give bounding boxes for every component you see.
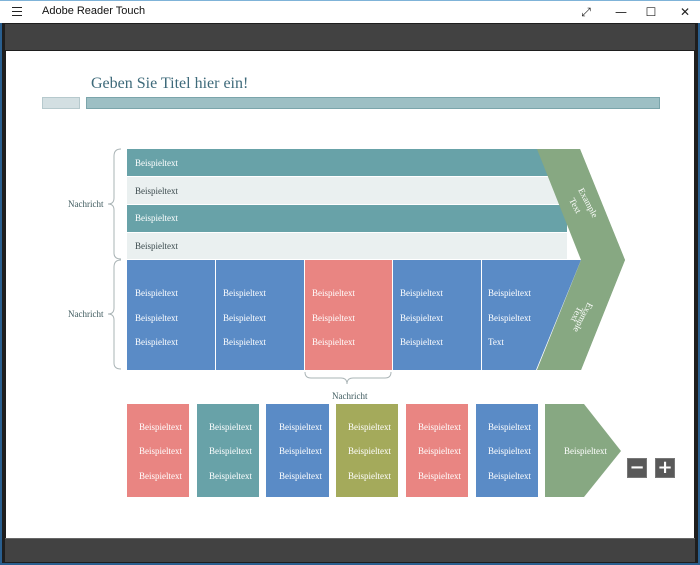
column-3-line-2: Beispieltext [312, 313, 355, 323]
column-5-line-3: Text [488, 337, 504, 347]
box-1 [127, 404, 189, 497]
column-3-line-1: Beispieltext [312, 288, 355, 298]
title-accent-small [42, 97, 80, 109]
top-toolbar [5, 24, 695, 50]
box-5-line-1: Beispieltext [418, 422, 461, 432]
column-4-line-1: Beispieltext [400, 288, 443, 298]
box-5 [406, 404, 468, 497]
column-5-line-2: Beispieltext [488, 313, 531, 323]
column-1-line-2: Beispieltext [135, 313, 178, 323]
zoom-out-button[interactable]: − [627, 458, 647, 478]
column-1 [127, 260, 215, 370]
box-2 [197, 404, 259, 497]
band-text-4: Beispieltext [135, 241, 178, 251]
expand-arrows-icon[interactable]: ⤢ [581, 5, 591, 19]
column-1-line-3: Beispieltext [135, 337, 178, 347]
band-2 [127, 177, 567, 204]
arrow-box [545, 404, 621, 497]
box-2-line-3: Beispieltext [209, 471, 252, 481]
app-title: Adobe Reader Touch [42, 5, 146, 17]
title-bar: Adobe Reader Touch ⤢ — ☐ ✕ [0, 0, 700, 23]
box-6-line-3: Beispieltext [488, 471, 531, 481]
column-4-line-3: Beispieltext [400, 337, 443, 347]
band-text-1: Beispieltext [135, 158, 178, 168]
column-5 [482, 260, 581, 370]
column-2-line-3: Beispieltext [223, 337, 266, 347]
band-1 [127, 149, 567, 176]
box-3-line-2: Beispieltext [279, 446, 322, 456]
box-3-line-3: Beispieltext [279, 471, 322, 481]
chevron-cover [537, 149, 625, 370]
box-5-line-3: Beispieltext [418, 471, 461, 481]
column-3-line-3: Beispieltext [312, 337, 355, 347]
column-2-line-2: Beispieltext [223, 313, 266, 323]
column-5-line-1: Beispieltext [488, 288, 531, 298]
zoom-in-button[interactable]: + [655, 458, 675, 478]
column-1-line-1: Beispieltext [135, 288, 178, 298]
box-1-line-1: Beispieltext [139, 422, 182, 432]
bottom-toolbar [5, 538, 695, 562]
hamburger-icon[interactable] [12, 7, 22, 16]
column-4-line-2: Beispieltext [400, 313, 443, 323]
arrow-box-text: Beispieltext [564, 446, 607, 456]
brace-label-bottom: Nachricht [332, 391, 368, 401]
box-2-line-1: Beispieltext [209, 422, 252, 432]
column-4 [393, 260, 481, 370]
document-title: Geben Sie Titel hier ein! [91, 75, 249, 92]
brace-middle [107, 259, 122, 370]
column-2 [216, 260, 304, 370]
brace-label-middle: Nachricht [68, 309, 104, 319]
box-3-line-1: Beispieltext [279, 422, 322, 432]
minimize-button[interactable]: — [615, 5, 627, 19]
box-4-line-3: Beispieltext [348, 471, 391, 481]
band-3 [127, 205, 567, 232]
band-text-2: Beispieltext [135, 186, 178, 196]
brace-top [107, 148, 122, 260]
box-3 [266, 404, 329, 497]
close-button[interactable]: ✕ [679, 5, 691, 19]
box-6-line-2: Beispieltext [488, 446, 531, 456]
brace-label-top: Nachricht [68, 199, 104, 209]
box-1-line-2: Beispieltext [139, 446, 182, 456]
brace-bottom [304, 371, 392, 385]
title-accent-bar [86, 97, 660, 109]
box-6 [476, 404, 538, 497]
box-4-line-2: Beispieltext [348, 446, 391, 456]
box-6-line-1: Beispieltext [488, 422, 531, 432]
box-4-line-1: Beispieltext [348, 422, 391, 432]
column-3 [305, 260, 392, 370]
band-4 [127, 233, 567, 259]
maximize-button[interactable]: ☐ [645, 5, 657, 19]
box-2-line-2: Beispieltext [209, 446, 252, 456]
band-text-3: Beispieltext [135, 213, 178, 223]
box-5-line-2: Beispieltext [418, 446, 461, 456]
box-1-line-3: Beispieltext [139, 471, 182, 481]
column-2-line-1: Beispieltext [223, 288, 266, 298]
box-4 [336, 404, 398, 497]
